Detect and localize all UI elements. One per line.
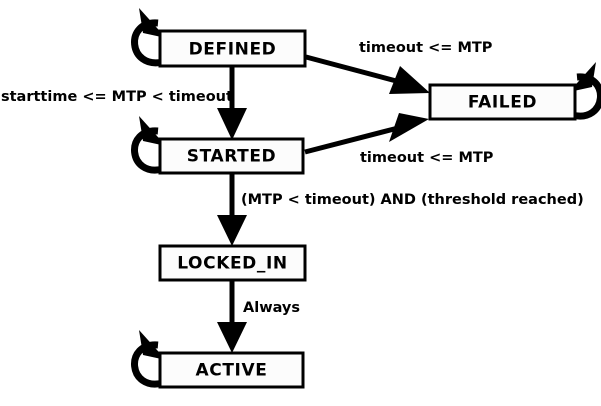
state-node-locked-in[interactable]: LOCKED_IN bbox=[158, 244, 307, 282]
state-label-locked-in: LOCKED_IN bbox=[177, 254, 288, 274]
defined-to-failed-arrowhead bbox=[389, 66, 430, 94]
state-box-failed[interactable] bbox=[428, 83, 577, 121]
edge-label-always: Always bbox=[243, 300, 300, 316]
defined-to-started-arrowhead bbox=[217, 108, 247, 140]
locked-in-to-active-arrowhead bbox=[217, 322, 247, 353]
state-box-active[interactable] bbox=[158, 351, 305, 389]
state-node-defined[interactable]: DEFINED bbox=[158, 29, 307, 68]
state-label-started: STARTED bbox=[187, 147, 277, 167]
state-box-defined[interactable] bbox=[158, 29, 307, 68]
state-box-started[interactable] bbox=[158, 137, 305, 175]
transition-started-to-failed bbox=[304, 113, 429, 155]
edge-label-mtp-threshold: (MTP < timeout) AND (threshold reached) bbox=[241, 192, 584, 208]
edge-label-timeout-mtp-top: timeout <= MTP bbox=[359, 40, 493, 56]
defined-to-failed-line bbox=[305, 54, 401, 85]
transition-locked-in-to-active bbox=[217, 280, 247, 353]
state-label-active: ACTIVE bbox=[196, 361, 268, 381]
state-label-failed: FAILED bbox=[468, 93, 537, 113]
transition-defined-to-failed bbox=[305, 54, 430, 94]
state-box-locked-in[interactable] bbox=[158, 244, 307, 282]
transition-defined-to-started bbox=[217, 66, 247, 140]
state-node-started[interactable]: STARTED bbox=[158, 137, 305, 175]
started-to-failed-arrowhead bbox=[389, 113, 429, 142]
started-to-locked-in-arrowhead bbox=[217, 215, 247, 246]
state-node-active[interactable]: ACTIVE bbox=[158, 351, 305, 389]
edge-label-timeout-mtp-bottom: timeout <= MTP bbox=[360, 150, 494, 166]
edge-label-starttime-mtp-timeout: starttime <= MTP < timeout bbox=[1, 89, 233, 105]
state-label-defined: DEFINED bbox=[189, 40, 277, 60]
state-node-failed[interactable]: FAILED bbox=[428, 83, 577, 121]
transition-started-to-locked-in bbox=[217, 173, 247, 246]
started-to-failed-line bbox=[304, 125, 399, 155]
